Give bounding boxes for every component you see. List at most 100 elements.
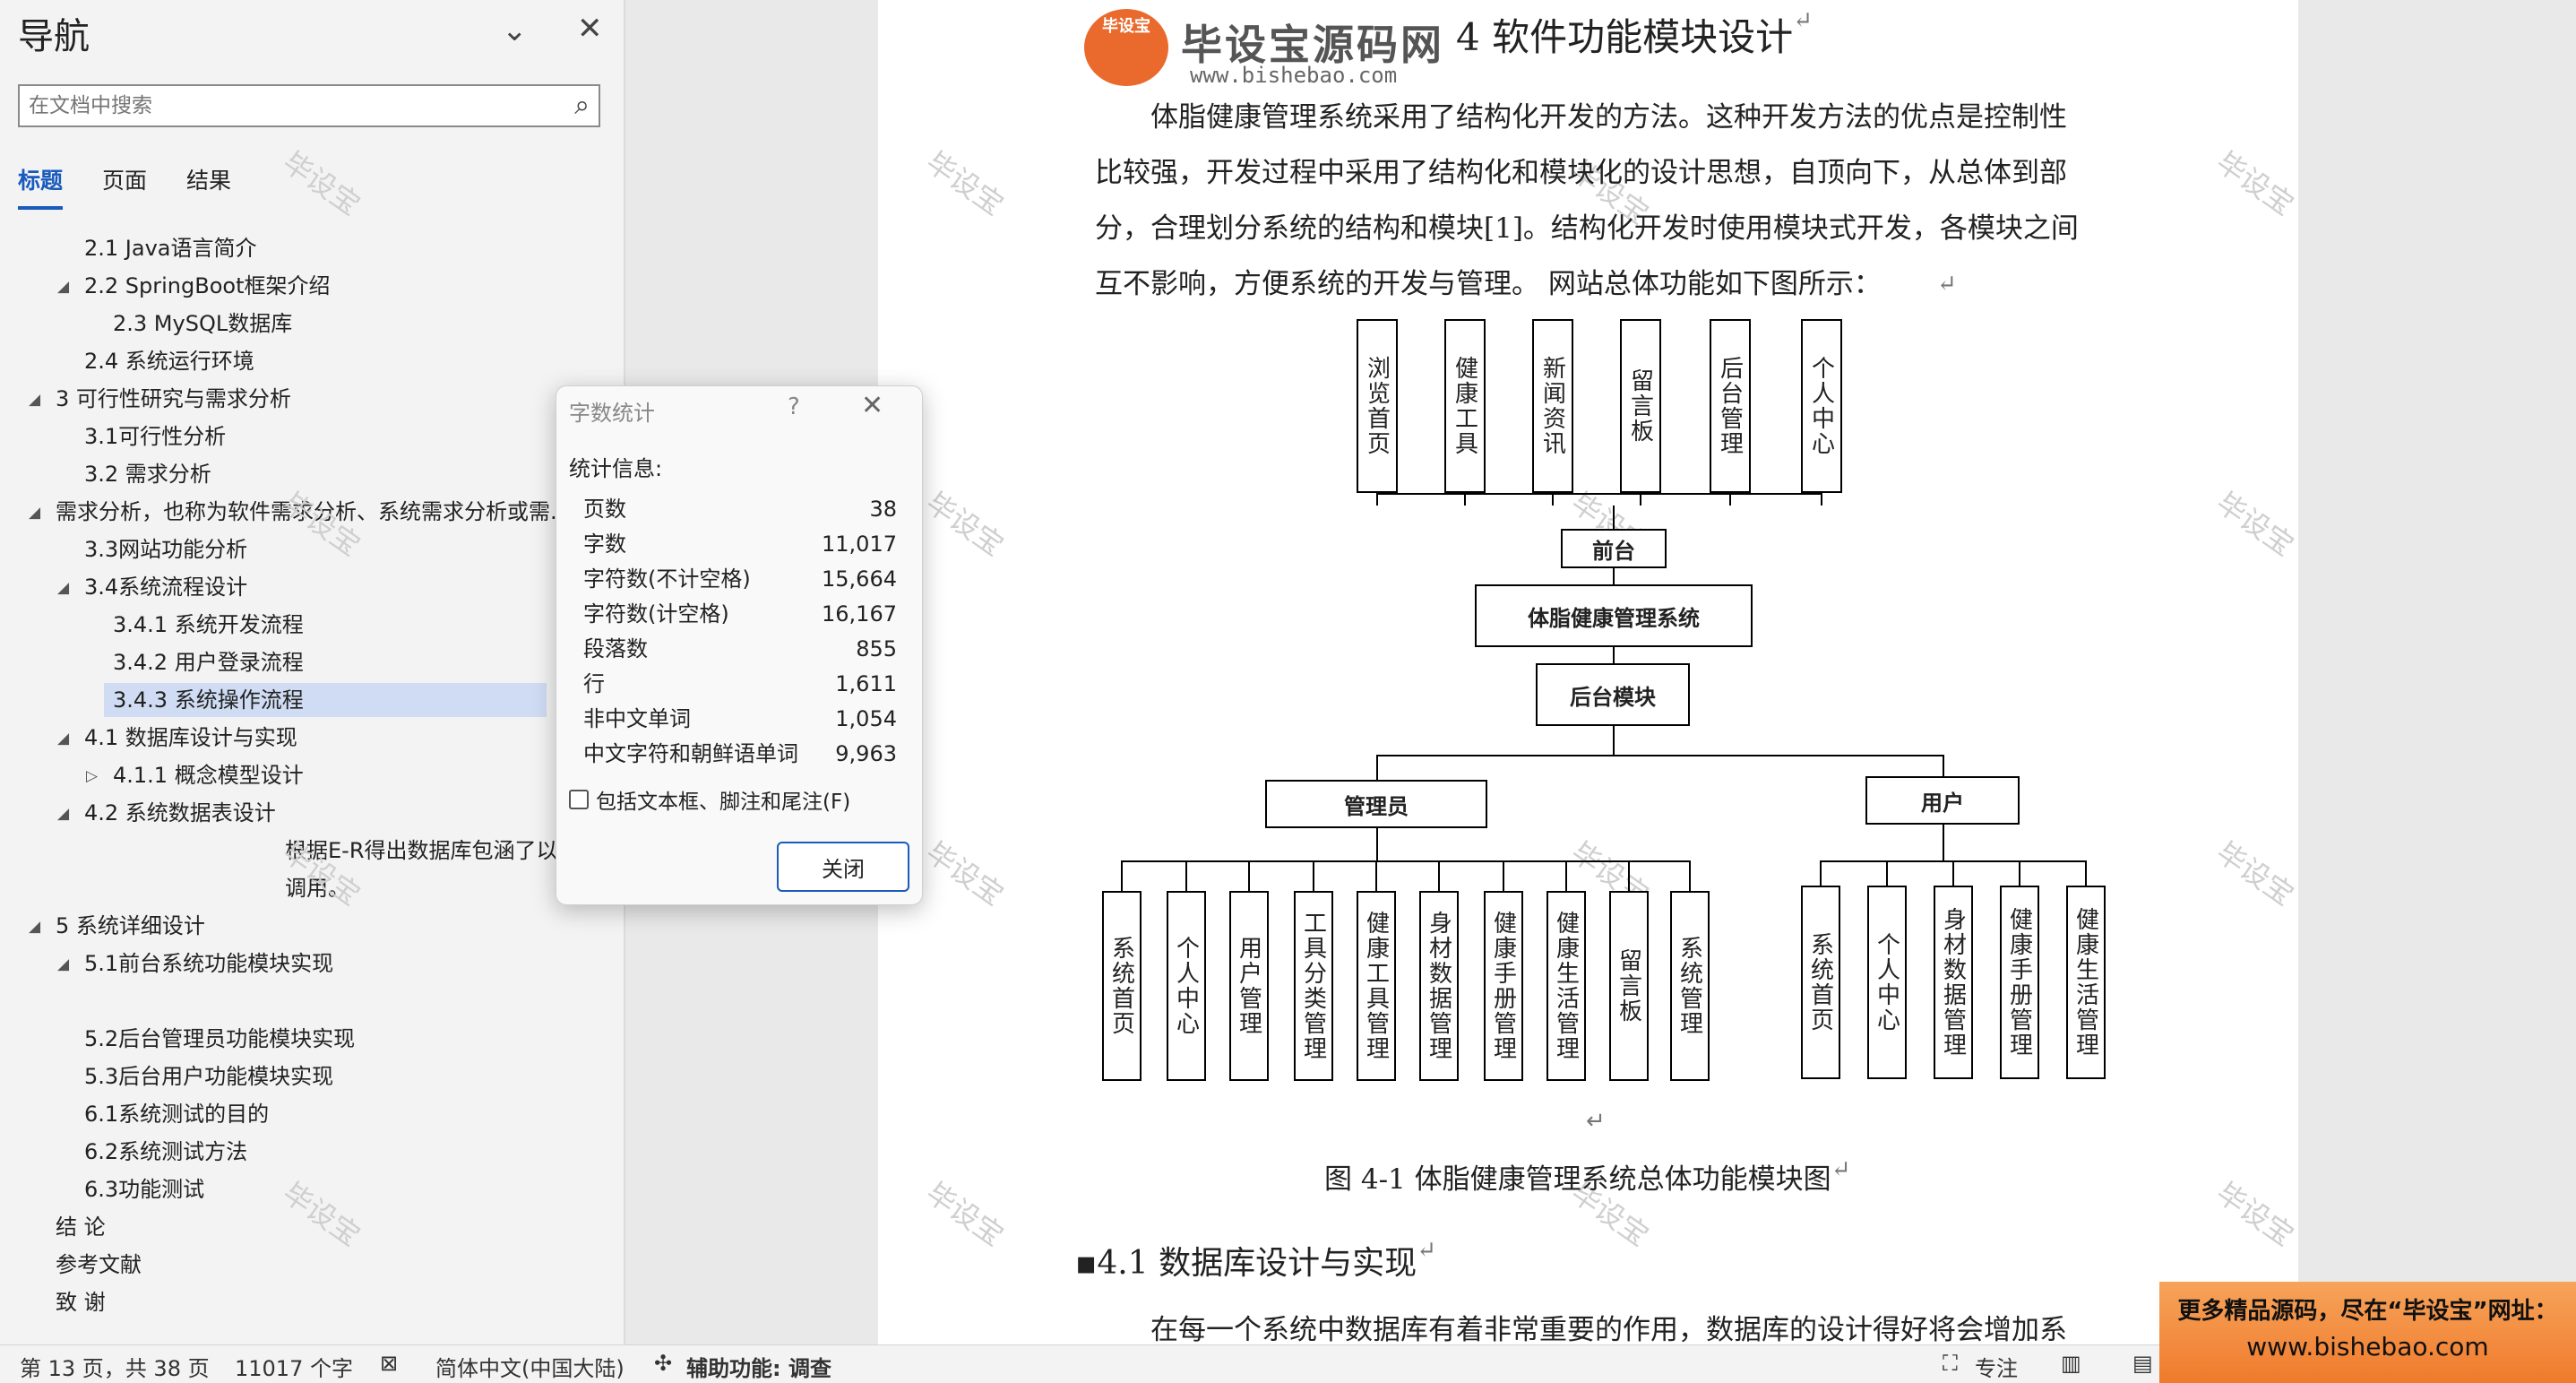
module-box: 留言板 [1609,891,1649,1081]
status-bar: 第 13 页，共 38 页 11017 个字 ⊠ 简体中文(中国大陆) ✣ 辅助… [0,1344,2576,1383]
word-count[interactable]: 11017 个字 [235,1356,353,1381]
language[interactable]: 简体中文(中国大陆) [435,1356,625,1381]
tree-item[interactable]: 4.2 系统数据表设计 [84,800,276,825]
focus-icon[interactable]: ⛶ [1943,1351,1958,1376]
tree-item[interactable]: 3 可行性研究与需求分析 [56,386,291,411]
tree-item[interactable]: 需求分析，也称为软件需求分析、系统需求分析或需... [56,499,571,524]
accessibility-status[interactable]: 辅助功能: 调查 [686,1356,831,1381]
stat-value: 11,017 [822,532,897,557]
close-icon[interactable]: ✕ [861,390,884,421]
tree-item[interactable]: 3.4.1 系统开发流程 [113,612,304,637]
checkbox-label: 包括文本框、脚注和尾注(F) [596,791,851,814]
tree-item[interactable]: 3.3网站功能分析 [84,537,248,562]
tree-item[interactable]: 致 谢 [56,1290,106,1315]
tree-item[interactable]: 6.2系统测试方法 [84,1139,248,1164]
help-icon[interactable]: ? [788,393,800,420]
module-box: 新闻资讯 [1532,319,1573,493]
expand-arrow-icon[interactable]: ◢ [57,579,70,597]
promo-url[interactable]: www.bishebao.com [2246,1332,2489,1361]
close-icon[interactable]: ✕ [577,11,603,47]
tree-item[interactable]: 根据E-R得出数据库包涵了以 [285,838,558,863]
connector-line [1375,860,1377,891]
page-count[interactable]: 第 13 页，共 38 页 [20,1356,210,1381]
tree-item[interactable]: 调用。 [285,876,349,901]
tree-item[interactable]: 3.4.2 用户登录流程 [113,650,304,675]
connector-line [1729,493,1731,506]
read-mode-icon[interactable]: ▥ [2061,1351,2081,1376]
connector-line [1952,860,1954,886]
search-input[interactable] [20,86,521,125]
stat-value: 1,054 [835,706,897,731]
tree-item[interactable]: 结 论 [56,1214,106,1240]
tree-item[interactable]: 4.1.1 概念模型设计 [113,763,304,788]
connector-line [1613,647,1615,663]
module-box: 用户管理 [1229,891,1269,1081]
connector-line [1376,828,1378,860]
tree-item[interactable]: 5.3后台用户功能模块实现 [84,1064,334,1089]
accessibility-icon[interactable]: ✣ [654,1351,673,1376]
tree-item[interactable]: 5.1前台系统功能模块实现 [84,951,334,976]
navigation-pane: 导航 ⌄ ✕ ⌕ 标题 页面 结果 2.1 Java语言简介 ◢ 2.2 Sprin… [0,0,625,1344]
tree-item[interactable]: 3.1可行性分析 [84,424,227,449]
stat-label: 字符数(计空格) [583,601,729,627]
connector-line [1820,860,1822,886]
focus-mode[interactable]: 专注 [1975,1356,2018,1381]
module-box: 留言板 [1620,319,1661,493]
chevron-down-icon[interactable]: ⌄ [502,13,528,48]
module-box: 后台模块 [1536,663,1690,726]
stats-section-label: 统计信息: [569,456,663,481]
tree-item[interactable]: 4.1 数据库设计与实现 [84,725,297,750]
tree-item[interactable]: 2.4 系统运行环境 [84,349,254,374]
search-icon[interactable]: ⌕ [574,90,590,121]
module-box: 工具分类管理 [1294,891,1333,1081]
figure-caption: 图 4-1 体脂健康管理系统总体功能模块图↵ [1324,1156,1851,1196]
stat-label: 页数 [583,497,626,522]
include-textbox-checkbox[interactable]: 包括文本框、脚注和尾注(F) [569,784,850,815]
module-box: 体脂健康管理系统 [1475,584,1753,647]
connector-line [1438,860,1440,891]
tree-item[interactable]: 6.3功能测试 [84,1177,205,1202]
expand-arrow-icon[interactable]: ◢ [57,730,70,748]
tree-item[interactable]: 3.2 需求分析 [84,462,211,487]
tree-item[interactable]: 2.3 MySQL数据库 [113,311,293,336]
expand-arrow-icon[interactable]: ◢ [57,805,70,823]
close-button[interactable]: 关闭 [777,842,909,892]
stat-value: 16,167 [822,601,897,627]
checkbox-icon[interactable] [569,790,589,809]
tab-results[interactable]: 结果 [186,168,232,194]
proofing-icon[interactable]: ⊠ [380,1351,399,1376]
body-paragraph: 体脂健康管理系统采用了结构化开发的方法。这种开发方法的优点是控制性比较强，开发过… [1095,101,2079,300]
expand-arrow-icon[interactable]: ◢ [57,278,70,296]
search-box[interactable]: ⌕ [18,84,600,127]
connector-line [1613,568,1615,584]
connector-line [1943,825,1944,860]
expand-arrow-icon[interactable]: ◢ [29,918,41,936]
expand-arrow-icon[interactable]: ◢ [29,391,41,409]
module-box: 系统首页 [1102,891,1142,1081]
nav-title: 导航 [18,16,90,57]
tree-item[interactable]: 5 系统详细设计 [56,913,205,938]
module-box: 个人中心 [1167,891,1206,1081]
tree-item[interactable]: 3.4系统流程设计 [84,575,248,600]
tree-item[interactable]: 2.1 Java语言简介 [84,236,257,261]
tree-item[interactable]: 6.1系统测试的目的 [84,1102,270,1127]
collapse-arrow-icon[interactable]: ▷ [86,767,99,785]
expand-arrow-icon[interactable]: ◢ [57,955,70,973]
stat-value: 9,963 [835,741,897,766]
connector-line [2085,860,2087,886]
tree-item[interactable]: 3.4.3 系统操作流程 [104,683,547,717]
chapter-heading: 4 软件功能模块设计↵ [1456,7,1813,59]
tree-item[interactable]: 5.2后台管理员功能模块实现 [84,1026,356,1051]
tree-item[interactable]: 参考文献 [56,1252,142,1277]
promo-banner[interactable]: 更多精品源码，尽在“毕设宝”网址： www.bishebao.com [2159,1282,2576,1383]
tab-pages[interactable]: 页面 [102,168,148,194]
nav-tabs: 标题 页面 结果 [18,163,231,210]
logo-badge: 毕设宝 [1084,9,1168,86]
tree-item[interactable]: 2.2 SpringBoot框架介绍 [84,273,331,298]
tab-headings[interactable]: 标题 [18,163,64,210]
expand-arrow-icon[interactable]: ◢ [29,504,41,522]
print-layout-icon[interactable]: ▤ [2132,1351,2153,1376]
connector-line [1565,860,1567,891]
connector-line [1248,860,1250,891]
